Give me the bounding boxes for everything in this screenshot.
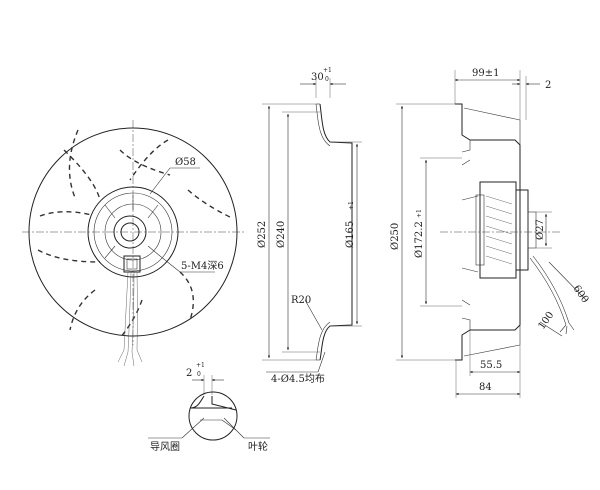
- section-view: 30 +1 0 Ø252 Ø240 Ø165 +1 R20 4-Ø4.5均布: [257, 67, 362, 385]
- gap-main: 2: [186, 368, 192, 379]
- side-housing-outline: [455, 103, 521, 361]
- screw-holes-label: 5-M4深6: [181, 260, 224, 272]
- cable-wires: [117, 271, 143, 367]
- front-view: Ø58 5-M4深6: [22, 120, 246, 367]
- section-width-main: 30: [311, 72, 324, 83]
- cable-end-label: 100: [536, 310, 556, 332]
- dim-165-label: Ø165: [345, 221, 356, 248]
- gap-sup: +1: [196, 362, 205, 369]
- side-view: 99±1 2: [390, 68, 591, 398]
- radius-label: R20: [291, 295, 311, 306]
- hub-dia-leader: [149, 167, 171, 195]
- side-blades: [461, 159, 479, 306]
- cable-length-label: 600: [571, 283, 591, 305]
- dim-172-tolerance: +1: [416, 209, 423, 218]
- label-impeller: 叶轮: [248, 440, 268, 453]
- dim-84-label: 84: [479, 382, 492, 393]
- hub-ring-2: [93, 192, 173, 272]
- hub-ribs: [104, 195, 161, 259]
- dim-55-label: 55.5: [480, 360, 502, 371]
- section-width-sub: 0: [325, 76, 329, 83]
- dim-240-label: Ø240: [276, 221, 287, 248]
- motor-fins: [485, 195, 513, 265]
- dim-172-label: Ø172.2: [414, 221, 425, 258]
- hub-diameter-label: Ø58: [175, 157, 196, 168]
- blade-paths: [37, 129, 233, 339]
- side-cable: [529, 255, 575, 335]
- dim-27-label: Ø27: [535, 219, 546, 240]
- section-width-sup: +1: [323, 67, 332, 74]
- screw-holes-leader: [159, 255, 181, 273]
- terminal-block: [123, 255, 141, 273]
- detail-circle: [188, 391, 238, 441]
- mounting-holes-label: 4-Ø4.5均布: [271, 373, 325, 385]
- label-inlet-ring: 导风圈: [150, 441, 180, 453]
- gap-sub: 0: [197, 371, 201, 378]
- dim-165-tolerance: +1: [348, 201, 355, 210]
- inlet-ring-profile: [319, 103, 353, 361]
- detail-view: 2 +1 0 导风圈 叶轮: [148, 362, 270, 453]
- hub-ring-4: [113, 215, 147, 249]
- dim-99-label: 99±1: [472, 68, 499, 79]
- dim-252-label: Ø252: [257, 221, 268, 248]
- radius-leader: [304, 299, 323, 331]
- hub-outer: [87, 186, 179, 278]
- dim-2-label: 2: [545, 80, 551, 91]
- hub-center: [120, 222, 140, 242]
- terminal-inner: [126, 258, 138, 270]
- dim-250-label: Ø250: [390, 223, 401, 250]
